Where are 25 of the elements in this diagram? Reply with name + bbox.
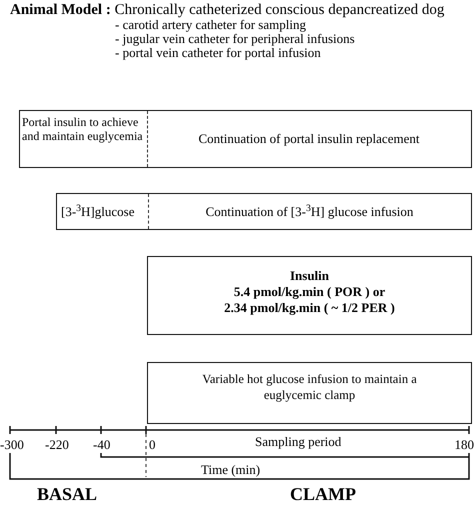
period-label: Sampling period [255,435,342,449]
tick-label: 0 [149,438,156,452]
phase-label: BASAL [37,484,98,504]
box-label: 5.4 pmol/kg.min ( POR ) or [234,284,386,300]
protocol-box [147,362,472,424]
box-label: Continuation of [3-$^{3}$H] glucose infusion [206,204,414,220]
tick-label: -300 [0,438,24,452]
bullet-item: - carotid artery catheter for sampling [115,17,306,32]
tick-label: 180 [454,438,474,452]
axis-label: Time (min) [201,463,260,477]
box-label: 2.34 pmol/kg.min ( ~ 1/2 PER ) [224,300,395,316]
box-heading: Insulin [290,268,330,284]
box-label: Continuation of portal insulin replacement [198,131,420,147]
box-label: Variable hot glucose infusion to maintain a euglycemic clamp [201,371,418,403]
tick-label: -220 [45,438,69,452]
protocol-box [56,193,472,230]
box-label: Portal insulin to achieve and maintain euglycemia [22,115,144,143]
bullet-item: - portal vein catheter for portal infusion [115,45,321,60]
protocol-box [19,110,472,168]
title: Animal Model : Chronically catheterized conscious depancreatized dog [10,1,444,19]
tick-label: -40 [93,438,110,452]
phase-label: CLAMP [290,484,356,504]
bullet-item: - jugular vein catheter for peripheral infusions [115,31,355,46]
box-label: [3-$^{3}$H]glucose [61,204,134,220]
protocol-box [147,256,472,335]
